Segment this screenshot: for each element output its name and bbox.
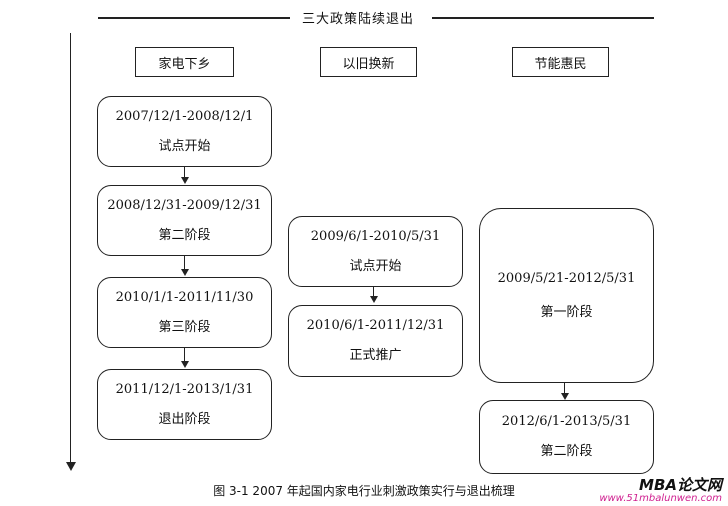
watermark-url: www.51mbalunwen.com: [599, 493, 722, 504]
title-rule-right: [432, 17, 654, 19]
connector-col1-1: [184, 167, 185, 178]
arrowhead-col1-1: [181, 177, 189, 184]
header-jieneng-huimin: 节能惠民: [512, 47, 609, 77]
node-period: 2010/1/1-2011/11/30: [115, 289, 254, 305]
header-yijiu-huanxin: 以旧换新: [320, 47, 417, 77]
node-stage: 退出阶段: [158, 411, 211, 427]
node-col2-2: 2010/6/1-2011/12/31 正式推广: [288, 305, 463, 377]
connector-col1-2: [184, 256, 185, 270]
arrowhead-col1-2: [181, 269, 189, 276]
node-period: 2009/5/21-2012/5/31: [497, 270, 636, 286]
node-stage: 第二阶段: [540, 444, 593, 459]
node-period: 2008/12/31-2009/12/31: [107, 197, 262, 213]
header-jiadian-xiaxiang: 家电下乡: [135, 47, 234, 77]
node-stage: 第二阶段: [158, 227, 211, 243]
node-stage: 试点开始: [349, 258, 402, 274]
node-period: 2011/12/1-2013/1/31: [115, 381, 254, 397]
node-col1-2: 2008/12/31-2009/12/31 第二阶段: [97, 185, 272, 256]
node-stage: 第一阶段: [540, 304, 593, 320]
node-col1-1: 2007/12/1-2008/12/1 试点开始: [97, 96, 272, 167]
node-col1-4: 2011/12/1-2013/1/31 退出阶段: [97, 369, 272, 440]
node-stage: 第三阶段: [158, 319, 211, 335]
node-col2-1: 2009/6/1-2010/5/31 试点开始: [288, 216, 463, 287]
node-period: 2009/6/1-2010/5/31: [310, 228, 441, 244]
arrowhead-col1-3: [181, 361, 189, 368]
node-col3-1: 2009/5/21-2012/5/31 第一阶段: [479, 208, 654, 383]
connector-col3-1: [564, 383, 565, 394]
arrowhead-col2-1: [370, 296, 378, 303]
figure-caption: 图 3-1 2007 年起国内家电行业刺激政策实行与退出梳理: [213, 484, 515, 498]
timeline-axis: [70, 33, 71, 465]
node-stage: 正式推广: [349, 348, 402, 363]
timeline-arrowhead: [66, 462, 76, 471]
node-col1-3: 2010/1/1-2011/11/30 第三阶段: [97, 277, 272, 348]
node-col3-2: 2012/6/1-2013/5/31 第二阶段: [479, 400, 654, 474]
node-period: 2010/6/1-2011/12/31: [306, 318, 445, 334]
connector-col2-1: [373, 287, 374, 297]
node-period: 2012/6/1-2013/5/31: [501, 414, 632, 430]
title-rule-left: [98, 17, 290, 19]
node-period: 2007/12/1-2008/12/1: [115, 108, 254, 124]
arrowhead-col3-1: [561, 393, 569, 400]
connector-col1-3: [184, 348, 185, 362]
diagram-title: 三大政策陆续退出: [301, 12, 414, 27]
node-stage: 试点开始: [158, 138, 211, 154]
watermark-brand: MBA论文网: [639, 476, 722, 494]
